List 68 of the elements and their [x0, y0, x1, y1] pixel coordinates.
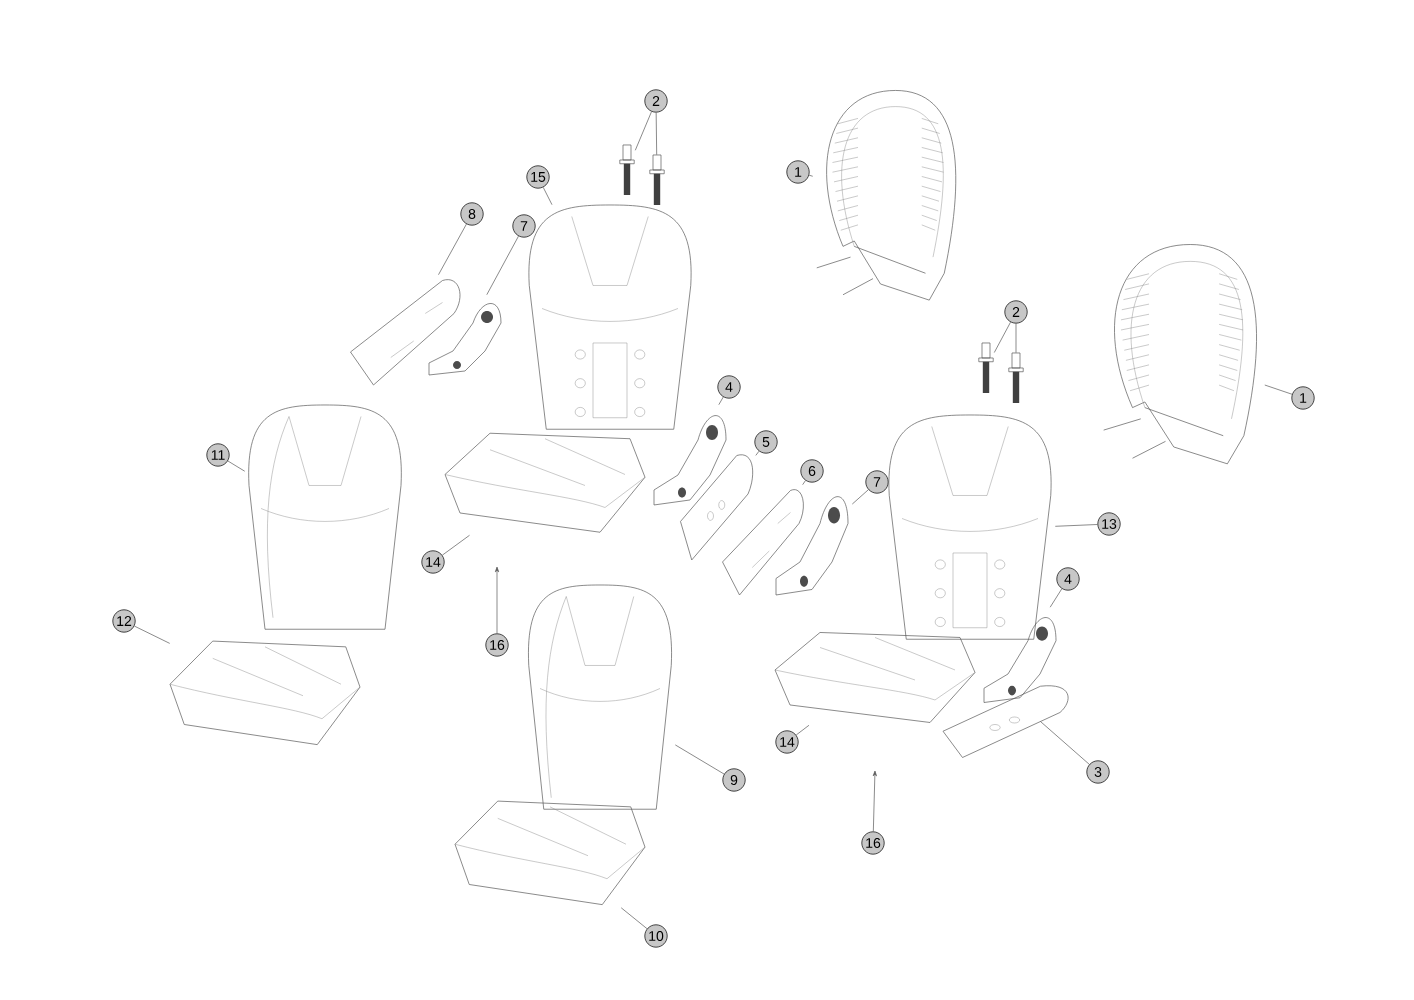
seat-cushion-drawing [454, 800, 646, 905]
callout-number: 14 [775, 730, 799, 754]
leader-line [227, 460, 246, 472]
leader-line [718, 396, 724, 406]
headrest-guide-drawing [1008, 352, 1024, 403]
callout-number: 7 [512, 214, 536, 238]
leader-line [134, 625, 171, 644]
callout-number: 11 [206, 443, 230, 467]
headrest-guide-drawing [619, 144, 635, 195]
headrest-guide-drawing [978, 342, 994, 393]
callout-number: 1 [1291, 386, 1315, 410]
leader-line [795, 724, 810, 736]
callout-number: 16 [485, 633, 509, 657]
callout-number: 5 [754, 430, 778, 454]
leader-line [634, 111, 652, 151]
side-panel-drawing [350, 279, 461, 386]
side-trim-drawing [680, 454, 754, 561]
seat-cushion-drawing [169, 640, 361, 745]
callout-number: 7 [865, 470, 889, 494]
side-panel-drawing [722, 489, 804, 596]
leader-line [1054, 524, 1098, 527]
leader-line [802, 480, 806, 486]
leader-line [1040, 721, 1090, 765]
backrest-foam-drawing [888, 414, 1052, 640]
backrest-cover-drawing [248, 404, 402, 630]
callout-number: 15 [526, 165, 550, 189]
leader-line [655, 112, 658, 156]
callout-number: 10 [644, 924, 668, 948]
callout-number: 13 [1097, 512, 1121, 536]
backrest-frame-drawing [816, 90, 957, 301]
leader-line [755, 450, 760, 456]
callout-number: 16 [861, 831, 885, 855]
callout-number: 12 [112, 609, 136, 633]
recliner-mechanism-drawing [653, 415, 727, 506]
backrest-cover-drawing [528, 584, 672, 810]
recliner-mechanism-drawing [983, 617, 1057, 703]
recliner-mechanism-drawing [775, 496, 849, 596]
callout-number: 4 [1056, 567, 1080, 591]
leader-line [1015, 323, 1017, 354]
callout-number: 14 [421, 550, 445, 574]
headrest-guide-drawing [649, 154, 665, 205]
callout-number: 9 [722, 768, 746, 792]
leader-line [808, 174, 814, 177]
leader-line [993, 321, 1011, 353]
callout-number: 3 [1086, 760, 1110, 784]
leader-line [1049, 588, 1063, 608]
callout-number: 2 [644, 89, 668, 113]
leader-line [441, 534, 470, 556]
callout-number: 8 [460, 202, 484, 226]
leader-line [1264, 384, 1293, 395]
leader-line [674, 744, 725, 775]
callout-number: 6 [800, 459, 824, 483]
callout-number: 1 [786, 160, 810, 184]
leader-line [620, 907, 648, 930]
leader-line [438, 223, 467, 276]
side-trim-drawing [942, 685, 1069, 758]
recliner-mechanism-drawing [428, 303, 502, 376]
backrest-foam-drawing [528, 204, 692, 430]
arrow [494, 566, 500, 634]
leader-line [486, 235, 519, 296]
seat-cushion-drawing [774, 632, 976, 723]
arrow [872, 770, 877, 832]
callout-number: 2 [1004, 300, 1028, 324]
seat-cushion-drawing [444, 432, 646, 533]
callout-number: 4 [717, 375, 741, 399]
backrest-frame-drawing [1103, 244, 1257, 465]
leader-line [851, 489, 869, 505]
leader-line [542, 186, 553, 206]
